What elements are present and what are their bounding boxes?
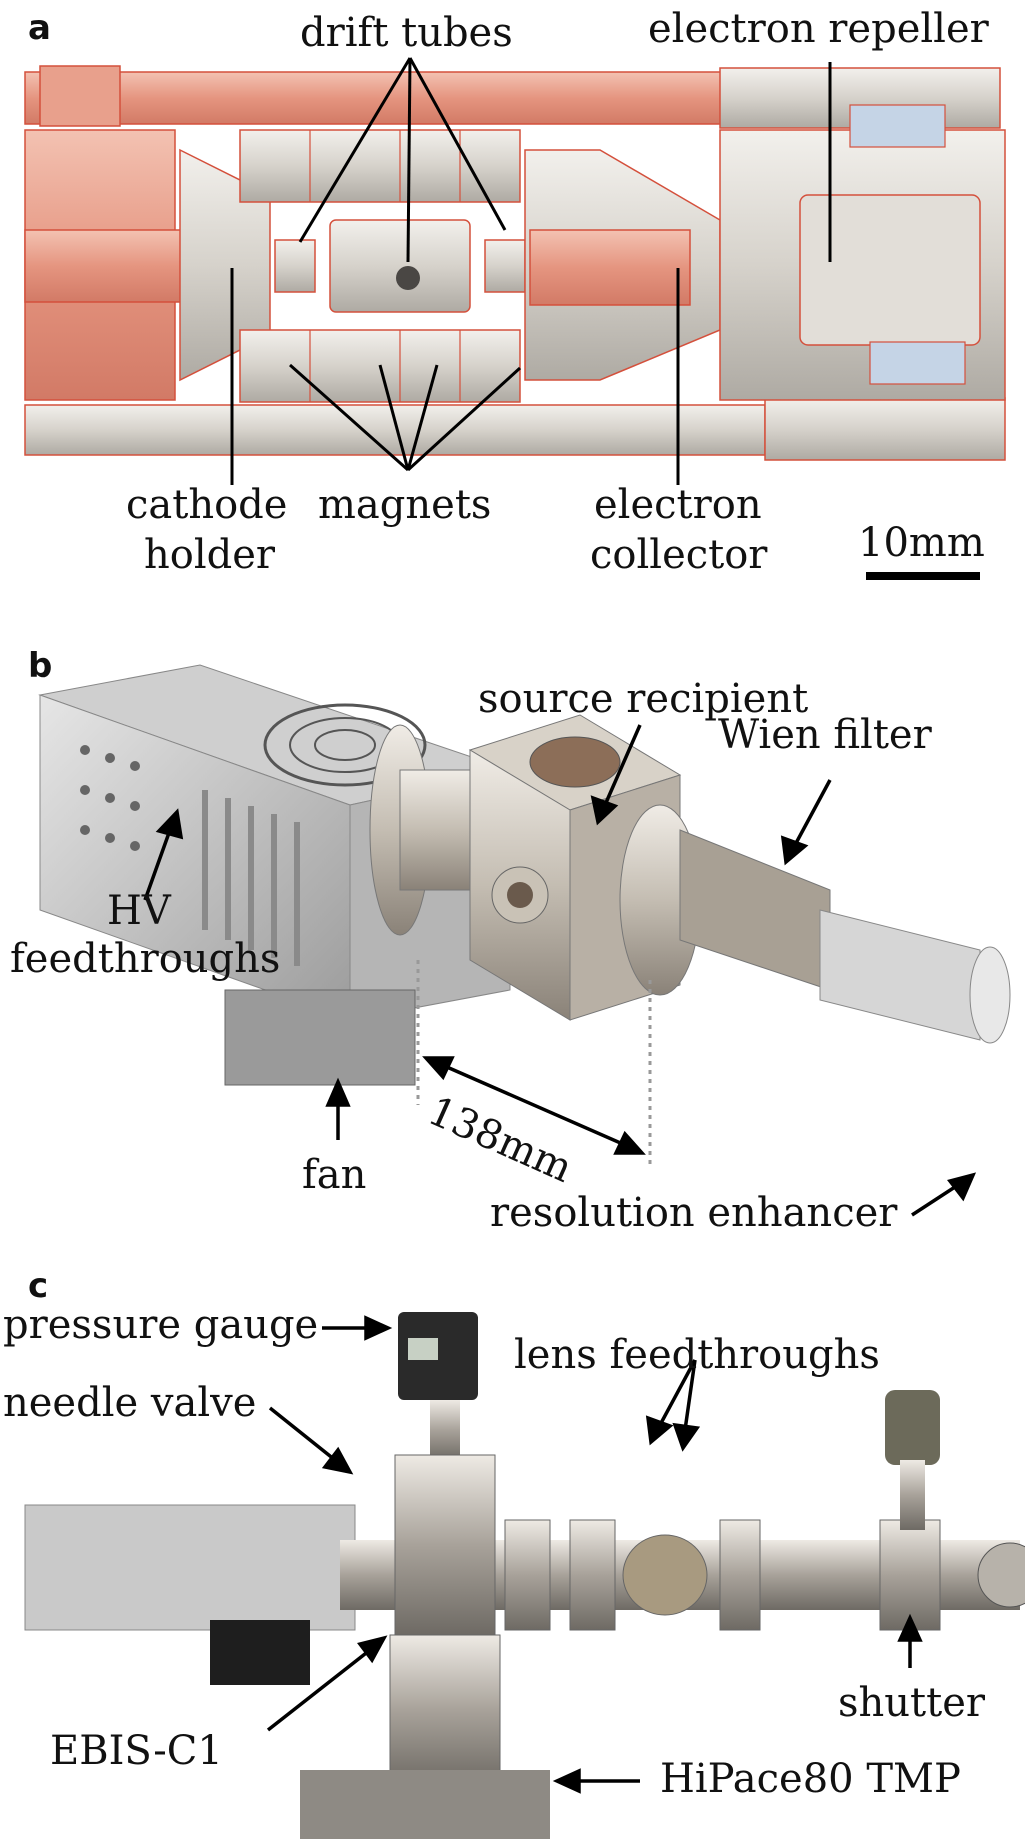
annotation-lines: [230, 57, 832, 485]
electron-collector-shape: [529, 229, 691, 306]
hv-vents: [202, 790, 300, 966]
end-flange: [977, 1542, 1025, 1608]
label-electron-collector-line2: collector: [590, 532, 768, 578]
panel-label-c: c: [28, 1266, 49, 1306]
label-ebis: EBIS-C1: [50, 1728, 223, 1774]
label-hv-line2: feedthroughs: [10, 936, 281, 982]
bottom-rod: [24, 404, 766, 456]
flange-c: [719, 1519, 761, 1631]
annotation-arrows-c: [266, 1315, 923, 1794]
label-shutter: shutter: [838, 1680, 985, 1726]
cross-section-drawing: [24, 57, 1006, 485]
magnet-top: [239, 129, 521, 203]
tmp-column: [389, 1634, 501, 1786]
panel-label-b: b: [28, 646, 53, 686]
label-pressure-gauge: pressure gauge: [3, 1302, 319, 1348]
setup-photograph: [24, 1312, 1025, 1839]
drift-tube-2: [329, 219, 471, 313]
drift-tube-1: [274, 239, 316, 293]
label-cathode-holder-line1: cathode: [126, 482, 288, 528]
repeller-insulator-top: [849, 104, 946, 148]
resolution-enhancer-end: [969, 946, 1011, 1044]
fan-box: [210, 1620, 310, 1685]
ion-source-rendering: [38, 664, 1011, 1217]
cube-top-port: [529, 736, 621, 788]
label-lens-feedthroughs: lens feedthroughs: [514, 1332, 880, 1378]
label-needle-valve: needle valve: [3, 1380, 257, 1426]
label-resolution-enhancer: resolution enhancer: [490, 1190, 898, 1236]
annotation-arrows: [143, 724, 977, 1217]
label-drift-tubes: drift tubes: [300, 10, 513, 56]
label-electron-collector-line1: electron: [594, 482, 762, 528]
resolution-enhancer-body: [819, 909, 981, 1041]
wien-filter-body: [679, 829, 831, 991]
flange-b: [569, 1519, 616, 1631]
label-electron-repeller: electron repeller: [648, 6, 989, 52]
shutter-actuator: [885, 1390, 940, 1465]
label-source-recipient: source recipient: [478, 676, 809, 722]
ebis-cube: [394, 1454, 496, 1636]
drift-tube-3: [484, 239, 526, 293]
label-cathode-holder-line2: holder: [144, 532, 276, 578]
panel-label-a: a: [28, 8, 51, 48]
label-fan: fan: [302, 1152, 367, 1198]
label-wien-filter: Wien filter: [718, 712, 932, 758]
lens-feedthrough-flange: [622, 1534, 708, 1616]
label-hv-line1: HV: [107, 888, 171, 934]
pressure-gauge-display: [408, 1338, 438, 1360]
bottom-rod-end: [764, 397, 1006, 461]
panel-c: c: [0, 1250, 1025, 1839]
flange-a: [504, 1519, 551, 1631]
hv-connector-holes: [80, 745, 140, 851]
drift-tube-hole: [396, 266, 420, 290]
fan-housing: [224, 989, 416, 1086]
label-magnets: magnets: [318, 482, 492, 528]
shutter-flange: [879, 1519, 941, 1631]
scale-bar: [866, 572, 980, 580]
fan-grille: [263, 703, 427, 787]
hv-box: [24, 1504, 356, 1631]
label-tmp: HiPace80 TMP: [660, 1756, 961, 1802]
repeller-insulator-bottom: [869, 341, 966, 385]
left-flange-top: [39, 65, 121, 127]
label-scale: 10mm: [858, 520, 985, 566]
tmp-base: [300, 1770, 550, 1839]
panel-b: b: [0, 600, 1025, 1250]
gauge-neck: [430, 1400, 460, 1460]
electron-repeller-shape: [799, 194, 981, 346]
panel-a: a: [0, 0, 1025, 600]
